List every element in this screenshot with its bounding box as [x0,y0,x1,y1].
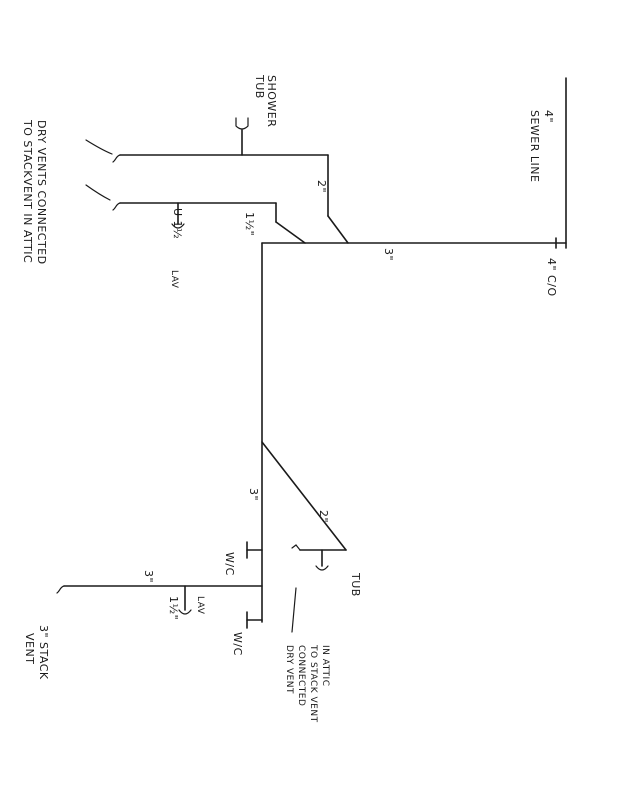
dry-vents-top-label-1: DRY VENTS CONNECTED [35,120,48,265]
dry-vent-bottom-label-1: DRY VENT [284,645,294,694]
dry-vents-top-label-2: TO STACKVENT IN ATTIC [21,119,34,263]
vent-hook-lower [112,202,121,211]
size-2in-top: 2" [315,180,328,193]
wc-lower-label: W/C [231,632,244,656]
size-3in-mid: 3" [247,488,260,501]
branch-2in-diag [327,215,349,244]
arrow-dry-vents-top [85,139,113,155]
lav-bottom-trap [178,609,192,615]
lav-top-size: U 1½ [171,208,184,239]
size-3in-bottom: 3" [142,570,155,583]
shower-tub-label-1: SHOWER [265,75,278,127]
dry-vent-bottom-label-2: CONNECTED [296,645,306,706]
stack-vent-label-2: VENT [23,633,36,664]
sewer-line-label-2: SEWER LINE [528,110,541,182]
size-3in-top: 3" [382,248,395,261]
tub-trap [315,565,329,571]
stack-vent-label-1: 3" STACK [37,625,50,680]
branch-1-5in-diag [275,221,306,244]
lav-bottom-label: LAV [195,596,205,615]
lav-top-label: LAV [169,270,179,289]
cleanout-label: 4" C/O [545,258,558,297]
dry-vent-bottom-label-3: TO STACK VENT [308,644,318,723]
tub-vent-hook [291,544,301,551]
lav-top-trap [171,223,185,229]
arrow-dry-vent-bottom [291,587,297,633]
sewer-line-label-1: 4" [542,110,555,123]
size-2in-mid: 2" [317,510,330,523]
dry-vent-bottom-label-4: IN ATTIC [320,645,330,686]
shower-tub-label-2: TUB [253,74,266,99]
tub-diag-2in [261,441,347,551]
size-1-5in-top: 1½" [243,212,256,236]
stack-vent-hook [56,585,65,594]
shower-trap [235,117,249,130]
tub-bottom-label: TUB [349,572,362,597]
size-1-5in-bottom: 1½" [167,596,180,620]
wc-upper-label: W/C [223,552,236,576]
arrow-dry-vents-top-2 [85,184,111,201]
vent-hook-upper [112,154,121,163]
